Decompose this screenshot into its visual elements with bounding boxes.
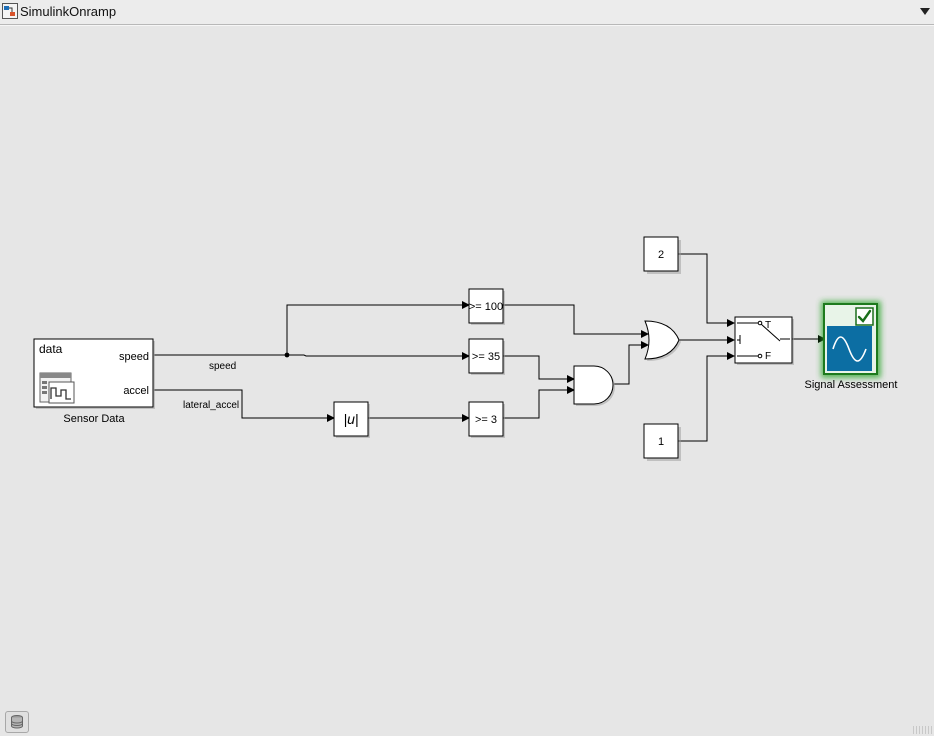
constant-2-value: 2 — [658, 249, 664, 261]
chevron-down-icon[interactable] — [920, 8, 930, 16]
compare-speed-100-label: >= 100 — [469, 301, 503, 313]
signal-editor-icon — [39, 372, 75, 404]
window-titlebar: SimulinkOnramp — [0, 0, 934, 25]
signal-line-3-to-and[interactable] — [503, 386, 575, 419]
signal-assessment-name: Signal Assessment — [805, 379, 898, 391]
database-icon[interactable] — [5, 711, 29, 733]
resize-grip[interactable] — [913, 726, 933, 734]
constant-1-value: 1 — [658, 436, 664, 448]
signal-line-speed-to-35[interactable] — [287, 352, 470, 360]
port-label-speed: speed — [119, 351, 149, 363]
signal-assessment-block[interactable] — [821, 301, 881, 378]
or-gate-block[interactable] — [644, 320, 681, 361]
signal-line-speed-to-100[interactable] — [286, 301, 470, 355]
switch-false-label: F — [765, 351, 771, 362]
compare-accel-3-label: >= 3 — [475, 414, 497, 426]
signal-label-speed: speed — [209, 361, 236, 372]
constant-2-block[interactable]: 2 — [643, 236, 681, 274]
signal-line-lateral-accel[interactable] — [154, 389, 335, 422]
signal-line-const1-to-switch[interactable] — [678, 352, 735, 442]
signal-line-100-to-or[interactable] — [503, 304, 649, 338]
signal-line-const2-to-switch[interactable] — [678, 253, 735, 327]
sine-wave-icon — [832, 336, 867, 362]
abs-block-label: |u| — [343, 411, 358, 427]
compare-speed-100-block[interactable]: >= 100 — [468, 288, 505, 325]
compare-speed-35-label: >= 35 — [472, 351, 500, 363]
abs-block[interactable]: |u| — [333, 401, 370, 438]
check-icon — [855, 307, 874, 326]
signal-line-35-to-and[interactable] — [503, 355, 575, 383]
window-title: SimulinkOnramp — [20, 4, 117, 19]
sensor-data-header: data — [39, 342, 63, 356]
compare-accel-3-block[interactable]: >= 3 — [468, 401, 505, 438]
sensor-data-name: Sensor Data — [63, 413, 125, 425]
signal-label-lateral-accel: lateral_accel — [183, 400, 239, 411]
compare-speed-35-block[interactable]: >= 35 — [468, 338, 505, 375]
signal-line-and-to-or[interactable] — [614, 341, 649, 385]
constant-1-block[interactable]: 1 — [643, 423, 681, 461]
port-label-accel: accel — [123, 385, 149, 397]
simulink-model-icon — [2, 3, 18, 19]
sensor-data-block[interactable]: data speed accel — [33, 338, 155, 409]
and-gate-block[interactable] — [573, 365, 615, 406]
model-canvas[interactable]: speed lateral_accel data speed accel Sen… — [0, 26, 934, 736]
switch-block[interactable]: T F — [734, 316, 794, 365]
switch-true-label: T — [765, 320, 771, 331]
